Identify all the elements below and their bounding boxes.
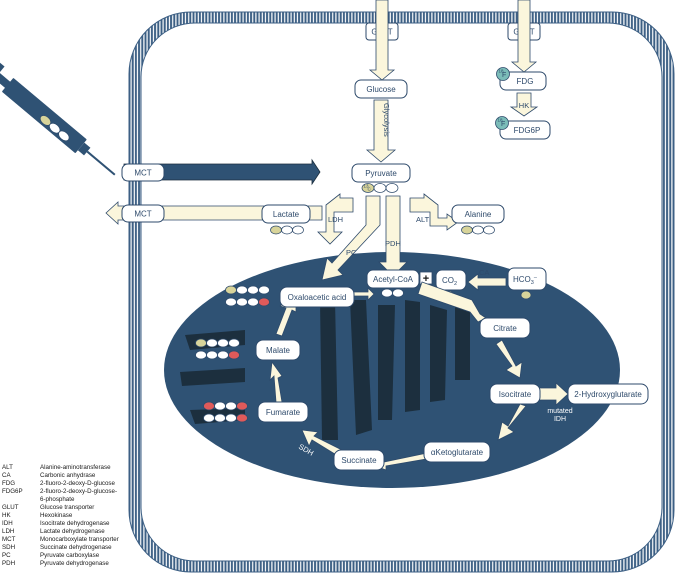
abbreviation-legend: ALT Alanine-aminotransferase CA Carbonic… <box>2 464 119 567</box>
mct-top-label: MCT <box>134 169 151 178</box>
abbr-term: GLUT <box>2 504 19 511</box>
abbr-term: HK <box>2 512 11 519</box>
abbr-definition: Hexokinase <box>40 512 73 519</box>
mutated-idh-label-1: mutated <box>547 408 572 415</box>
alanine-label: Alanine <box>465 210 492 219</box>
fdg-label: FDG <box>517 77 534 86</box>
citrate-node: Citrate <box>479 317 531 339</box>
fdg-node: FDG 18 F <box>496 67 547 91</box>
malate-carbons <box>195 338 240 360</box>
abbr-definition: Carbonic anhydrase <box>40 472 96 479</box>
glycolysis-label: Glycolysis <box>382 103 391 137</box>
fumarate-node: Fumarate <box>257 401 309 423</box>
ldh-arrow: LDH <box>317 193 354 245</box>
pyruvate-syringe: Pyruvate <box>0 62 116 176</box>
abbr-definition: Pyruvate carboxylase <box>40 552 100 559</box>
fluorine-18-marker <box>495 116 509 130</box>
malate-label: Malate <box>266 346 291 355</box>
mct-bottom-label: MCT <box>134 210 151 219</box>
f18-mass-1: 18 <box>499 69 505 74</box>
abbr-term: PDH <box>2 560 15 567</box>
abbr-definition: Isocitrate dehydrogenase <box>40 520 110 527</box>
pc-arrow: PC <box>321 195 381 281</box>
glucose-label: Glucose <box>366 85 396 94</box>
abbr-term: MCT <box>2 536 16 543</box>
glucose-node: Glucose <box>354 79 408 99</box>
abbr-term: PC <box>2 552 11 559</box>
pyruvate-carbons: 13 C <box>361 183 399 193</box>
abbr-term: ALT <box>2 464 13 471</box>
hydroxyglutarate-label: 2-Hydroxyglutarate <box>574 390 642 399</box>
abbr-definition: 6-phosphate <box>40 496 75 503</box>
mutated-idh-arrow <box>536 382 569 406</box>
citrate-label: Citrate <box>493 324 517 333</box>
hco3-label: HCO3– <box>513 275 538 286</box>
abbr-definition: Pyruvate dehydrogenase <box>40 560 109 567</box>
pdh-arrow: PDH <box>378 195 408 277</box>
oxaloacetic-label: Oxaloacetic acid <box>288 293 347 302</box>
mutated-idh-label-group: mutated IDH <box>547 408 572 423</box>
abbr-term: IDH <box>2 520 13 527</box>
fdg6p-node: FDG6P 18 F <box>495 116 551 140</box>
glycolysis-arrow: Glycolysis <box>365 99 397 163</box>
abbr-term: SDH <box>2 544 15 551</box>
glucose-uptake-arrows <box>368 0 538 81</box>
pc-label: PC <box>346 248 357 257</box>
mct-bottom-transporter: MCT <box>121 204 165 223</box>
aketoglutarate-label: αKetoglutarate <box>431 448 484 457</box>
tca-cycle-arrows <box>269 281 527 471</box>
acetyl-coa-label: Acetyl-CoA <box>373 275 414 284</box>
plus-label: + <box>423 273 429 285</box>
pyruvate-node: Pyruvate 13 C <box>351 163 411 193</box>
mct-top-transporter: MCT <box>121 163 165 182</box>
succinate-label: Succinate <box>341 456 377 465</box>
mutated-idh-label-2: IDH <box>554 416 566 423</box>
pyruvate-label: Pyruvate <box>365 169 397 178</box>
ca-label: CA <box>479 268 489 277</box>
hk-arrow: HK <box>509 92 539 117</box>
f18-letter-2: F <box>501 121 505 128</box>
oxaloacetate-carbons <box>225 285 270 307</box>
abbr-definition: Succinate dehydrogenase <box>40 544 112 551</box>
f18-mass-2: 18 <box>498 118 504 123</box>
abbr-term: LDH <box>2 528 14 535</box>
lactate-node: Lactate <box>261 204 311 235</box>
pdh-label: PDH <box>385 239 401 248</box>
ldh-label: LDH <box>328 215 343 224</box>
co2-label: CO2 <box>442 276 457 287</box>
c13-letter: C <box>368 187 372 192</box>
isocitrate-label: Isocitrate <box>499 390 532 399</box>
hk-label: HK <box>519 101 529 110</box>
abbr-definition: 2-fluoro-2-deoxy-D-glucose <box>40 480 116 487</box>
abbr-term: FDG6P <box>2 488 23 495</box>
isocitrate-node: Isocitrate <box>489 383 541 405</box>
abbr-term: FDG <box>2 480 15 487</box>
alanine-node: Alanine <box>451 204 505 235</box>
abbr-definition: Monocarboxylate transporter <box>40 536 119 543</box>
alt-label: ALT <box>416 215 430 224</box>
fluorine-18-marker <box>496 67 510 81</box>
f18-letter-1: F <box>502 72 506 79</box>
oxaloacetic-acid-node: Oxaloacetic acid <box>279 286 355 308</box>
fumarate-label: Fumarate <box>266 408 301 417</box>
hydroxyglutarate-node: 2-Hydroxyglutarate <box>567 383 649 405</box>
abbr-definition: Lactate dehydrogenase <box>40 528 105 535</box>
abbr-definition: 2-fluoro-2-deoxy-D-glucose- <box>40 488 117 495</box>
abbr-definition: Alanine-aminotransferase <box>40 464 111 471</box>
syringe-pyruvate-carbons <box>39 115 70 142</box>
abbr-term: CA <box>2 472 11 479</box>
acetyl-coa-node: Acetyl-CoA <box>366 269 420 298</box>
aketoglutarate-node: αKetoglutarate <box>423 441 491 463</box>
c13-mass: 13 <box>364 184 370 189</box>
fumarate-carbons <box>203 401 248 423</box>
malate-node: Malate <box>255 339 301 361</box>
plus-sign: + <box>419 271 433 285</box>
fdg6p-label: FDG6P <box>514 126 541 135</box>
abbr-definition: Glucose transporter <box>40 504 94 511</box>
succinate-node: Succinate <box>333 449 385 471</box>
lactate-label: Lactate <box>273 210 300 219</box>
ca-arrow: CA <box>467 268 507 291</box>
hco3-node: HCO3– <box>507 267 547 300</box>
